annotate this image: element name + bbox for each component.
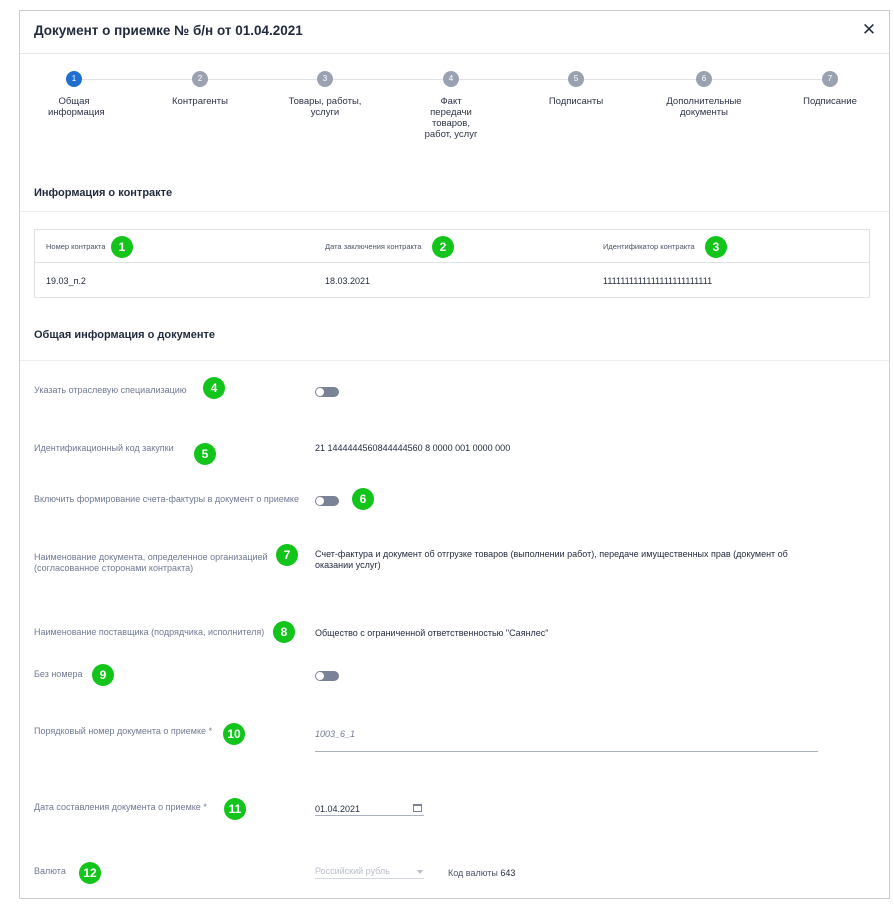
annotation-badge-8: 8 xyxy=(273,621,295,643)
serial-label: Порядковый номер документа о приемке * xyxy=(34,726,213,736)
column-contract-id: Идентификатор контракта xyxy=(603,242,695,251)
annotation-badge-10: 10 xyxy=(223,723,245,745)
date-input[interactable]: 01.04.2021 xyxy=(315,804,361,814)
divider xyxy=(20,211,889,212)
contract-date-value: 18.03.2021 xyxy=(325,276,371,286)
annotation-badge-1: 1 xyxy=(111,236,133,258)
annotation-badge-2: 2 xyxy=(432,236,454,258)
currency-code: Код валюты 643 xyxy=(448,868,516,878)
step-2-circle: 2 xyxy=(192,71,208,87)
annotation-badge-3: 3 xyxy=(705,236,727,258)
annotation-badge-11: 11 xyxy=(224,798,246,820)
invoice-label: Включить формирование счета-фактуры в до… xyxy=(34,494,299,504)
serial-input-underline xyxy=(315,751,818,752)
step-2[interactable]: 2 Контрагенты xyxy=(140,71,260,107)
close-icon[interactable]: ✕ xyxy=(861,20,877,39)
currency-label: Валюта xyxy=(34,866,66,876)
contract-id-value: 1111111111111111111111111 xyxy=(603,276,713,286)
stepper: 1 Общая информация 2 Контрагенты 3 Товар… xyxy=(20,71,889,151)
contract-table: Номер контракта Дата заключения контракт… xyxy=(34,229,870,298)
acceptance-document-dialog: Документ о приемке № б/н от 01.04.2021 ✕… xyxy=(19,10,890,899)
annotation-badge-4: 4 xyxy=(203,377,225,399)
date-input-underline xyxy=(315,815,424,816)
calendar-icon[interactable] xyxy=(413,804,422,812)
annotation-badge-12: 12 xyxy=(79,862,101,884)
industry-label: Указать отраслевую специализацию xyxy=(34,385,187,395)
step-6-circle: 6 xyxy=(696,71,712,87)
serial-input[interactable]: 1003_6_1 xyxy=(315,729,356,739)
contract-number-value: 19.03_п.2 xyxy=(46,276,86,286)
required-mark: * xyxy=(208,726,213,736)
step-2-label: Контрагенты xyxy=(172,96,228,107)
annotation-badge-5: 5 xyxy=(194,443,216,465)
doc-name-label: Наименование документа, определенное орг… xyxy=(34,552,268,573)
dialog-header: Документ о приемке № б/н от 01.04.2021 ✕ xyxy=(20,11,889,54)
purchase-code-label: Идентификационный код закупки xyxy=(34,443,174,453)
step-4-label: Факт передачи товаров, работ, услуг xyxy=(424,96,478,140)
currency-select[interactable]: Российский рубль xyxy=(315,866,390,876)
no-number-toggle[interactable] xyxy=(315,671,339,681)
annotation-badge-9: 9 xyxy=(92,664,114,686)
annotation-badge-7: 7 xyxy=(276,544,298,566)
step-5-circle: 5 xyxy=(568,71,584,87)
doc-name-value: Счет-фактура и документ об отгрузке това… xyxy=(315,549,788,570)
step-6[interactable]: 6 Дополнительные документы xyxy=(644,71,764,118)
industry-toggle[interactable] xyxy=(315,387,339,397)
step-3[interactable]: 3 Товары, работы, услуги xyxy=(265,71,385,118)
step-1-label: Общая информация xyxy=(48,96,105,118)
contract-section-title: Информация о контракте xyxy=(34,187,173,199)
step-7-circle: 7 xyxy=(822,71,838,87)
column-contract-date: Дата заключения контракта xyxy=(325,242,422,251)
invoice-toggle[interactable] xyxy=(315,496,339,506)
supplier-value: Общество с ограниченной ответственностью… xyxy=(315,628,549,638)
step-5-label: Подписанты xyxy=(548,96,604,107)
step-1-circle: 1 xyxy=(66,71,82,87)
dialog-title: Документ о приемке № б/н от 01.04.2021 xyxy=(34,23,303,38)
divider xyxy=(20,360,889,361)
column-contract-number: Номер контракта xyxy=(46,242,106,251)
chevron-down-icon xyxy=(417,870,423,874)
step-6-label: Дополнительные документы xyxy=(666,96,742,118)
step-4[interactable]: 4 Факт передачи товаров, работ, услуг xyxy=(391,71,511,140)
step-7-label: Подписание xyxy=(803,96,857,107)
required-mark: * xyxy=(203,802,207,812)
supplier-label: Наименование поставщика (подрядчика, исп… xyxy=(34,627,265,637)
purchase-code-value: 21 1444444560844444560 8 0000 001 0000 0… xyxy=(315,443,511,453)
step-4-circle: 4 xyxy=(443,71,459,87)
step-3-circle: 3 xyxy=(317,71,333,87)
annotation-badge-6: 6 xyxy=(352,488,374,510)
step-7[interactable]: 7 Подписание xyxy=(770,71,889,107)
currency-select-underline xyxy=(315,878,424,879)
no-number-label: Без номера xyxy=(34,669,83,679)
date-label: Дата составления документа о приемке * xyxy=(34,802,207,812)
step-1[interactable]: 1 Общая информация xyxy=(20,71,134,118)
currency-code-value: 643 xyxy=(500,868,516,878)
step-3-label: Товары, работы, услуги xyxy=(288,96,362,118)
general-section-title: Общая информация о документе xyxy=(34,329,216,341)
contract-table-header: Номер контракта Дата заключения контракт… xyxy=(35,230,869,263)
step-5[interactable]: 5 Подписанты xyxy=(516,71,636,107)
